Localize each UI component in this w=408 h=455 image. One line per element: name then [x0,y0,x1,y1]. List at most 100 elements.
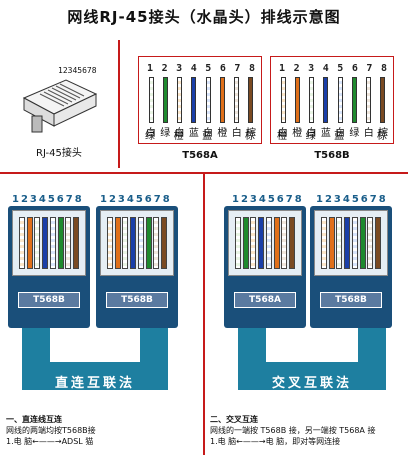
color-label: 棕 [245,128,256,139]
crossover-right-pins: 12345678 [316,194,388,205]
wire-strip [122,217,129,269]
crossover-left-pins: 12345678 [232,194,304,205]
wire-strip [149,77,154,123]
straight-notes: 一、直连线互连 网线的两端均按T568B接 1.电 脑←——→ADSL 猫 [6,414,198,447]
wire-strip [177,77,183,123]
t568a-panel: 1 2 3 4 5 6 7 8 白 绿 白 蓝 白 橙 白 棕 [138,56,262,144]
wire-strip [219,77,225,123]
t568a-pin-numbers: 1 2 3 4 5 6 7 8 [147,63,255,74]
color-label [230,130,242,143]
color-label [290,130,302,143]
wire-strip [233,77,239,123]
crossover-right-badge: T568B [320,292,382,308]
wire-strip [235,217,241,269]
wire-strip [72,217,79,269]
color-label: 绿 [160,128,171,139]
pin-number: 2 [293,63,300,74]
straight-left-pins: 12345678 [12,194,84,205]
wire-strip [42,217,49,269]
straight-right-badge: T568B [106,292,168,308]
wire-strip [265,217,272,269]
wire-strip [153,217,160,269]
color-label: 白 [231,128,242,139]
pin-number: 6 [351,63,358,74]
straight-cable-loop [22,328,168,390]
straight-right-connector: T568B [96,206,178,328]
wire-strip [273,217,280,269]
pin-number: 4 [322,63,329,74]
divider-bottom-vertical [203,174,205,455]
wire-strip [344,217,351,269]
color-label [187,130,199,143]
wire-strip [351,217,358,269]
t568b-label: T568B [314,150,350,161]
wire-strip [137,217,144,269]
wire-strip [49,217,56,269]
color-label: 白 [278,128,288,139]
rj45-plug-illustration: 12345678 RJ-45接头 [8,52,108,160]
color-label [362,130,374,143]
notes-heading: 一、直连线互连 [6,415,62,424]
connector-wires [107,217,167,269]
t568b-color-row-1: 白 橙 白 蓝 白 绿 白 棕 [277,127,389,140]
wire-strip [281,217,288,269]
t568b-panel: 1 2 3 4 5 6 7 8 白 橙 白 蓝 白 绿 白 棕 [270,56,394,144]
plug-pin-label: 12345678 [58,66,97,75]
connector-wires [321,217,381,269]
wire-strip [250,217,257,269]
t568a-color-row-2: 绿 橙 蓝 棕 [144,130,256,143]
t568b-pin-numbers: 1 2 3 4 5 6 7 8 [279,63,387,74]
t568a-wires [149,77,253,123]
t568a-color-row-1: 白 绿 白 蓝 白 橙 白 棕 [145,127,257,140]
color-label [347,130,359,143]
page-title: 网线RJ-45接头（水晶头）排线示意图 [67,8,341,26]
notes-heading: 二、交叉互连 [210,415,258,424]
crossover-notes: 二、交叉互连 网线的一端按 T568B 接，另一端按 T568A 接 1.电 脑… [210,414,406,447]
color-label: 蓝 [188,128,199,139]
t568a-label: T568A [182,150,218,161]
wire-strip [336,217,343,269]
color-label: 橙 [173,131,184,142]
straight-right-pins: 12345678 [100,194,172,205]
wire-strip [114,217,121,269]
color-label: 绿 [349,128,360,139]
color-label: 蓝 [202,131,213,142]
color-label: 白 [306,128,317,139]
wire-strip [163,77,169,123]
connector-body [314,210,388,276]
pin-number: 4 [190,63,197,74]
color-label [158,130,170,143]
wire-strip [337,77,343,123]
crossover-label: 交叉互联法 [271,376,352,391]
color-label: 棕 [377,128,388,139]
connector-body [228,210,302,276]
crossover-left-connector: T568A [224,206,306,328]
wire-strip [365,77,371,123]
color-label: 白 [146,128,156,139]
color-label: 橙 [277,131,287,142]
color-label: 棕 [244,131,255,142]
wire-strip [281,77,286,123]
color-label [319,130,331,143]
wire-strip [258,217,265,269]
connector-wires [235,217,295,269]
wire-strip [295,77,301,123]
divider-top-vertical [118,40,120,168]
color-label: 蓝 [334,131,345,142]
pin-number: 7 [234,63,241,74]
pin-number: 1 [279,63,286,74]
t568b-wires [281,77,385,123]
color-label: 绿 [145,131,155,142]
color-label [215,130,227,143]
pin-number: 5 [337,63,344,74]
notes-line: 1.电 脑←——→ADSL 猫 [6,437,94,446]
notes-line: 网线的一端按 T568B 接，另一端按 T568A 接 [210,426,376,435]
connector-wires [19,217,79,269]
color-label: 棕 [376,131,387,142]
pin-number: 5 [205,63,212,74]
color-label: 白 [335,128,346,139]
wire-strip [145,217,152,269]
pin-number: 8 [248,63,255,74]
wire-strip [242,217,249,269]
crossover-cable-loop [238,328,386,390]
